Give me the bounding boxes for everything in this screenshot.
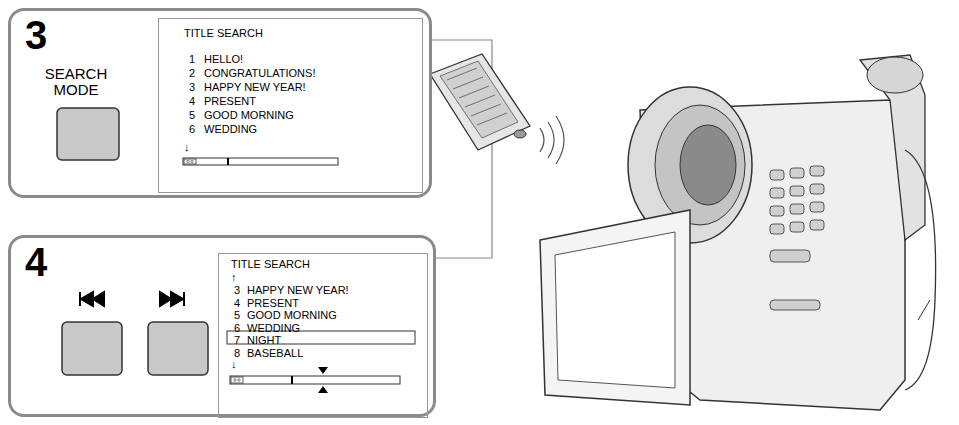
- screen-text: WEDDING: [204, 123, 257, 135]
- screen-text: 4: [234, 297, 240, 309]
- tape-progress-bar: [183, 158, 338, 165]
- screen-text: 1: [189, 53, 195, 65]
- remote-commander: [430, 54, 564, 164]
- screen-text: 5: [234, 309, 240, 321]
- screen-display: TITLE SEARCH 1 HELLO! 2 CONGRATULATIONS! 3 HAP…: [158, 18, 423, 193]
- screen-text: 5: [189, 109, 195, 121]
- button-label-group: SEARCH MODE: [36, 66, 146, 176]
- screen-text: GOOD MORNING: [204, 109, 294, 121]
- screen-text: ↓: [184, 141, 190, 153]
- screen-text: 7: [234, 334, 240, 346]
- screen-text: 3: [234, 284, 240, 296]
- step-panel: 3SEARCH MODETITLE SEARCH1HELLO!2CONGRATU…: [8, 8, 432, 198]
- step-number: 4: [25, 242, 47, 283]
- screen-text: 3: [189, 81, 195, 93]
- screen-text: 6: [234, 322, 240, 334]
- screen-heading: TITLE SEARCH: [231, 258, 310, 270]
- screen-display: TITLE SEARCH↑3 HAPPY NEW YEAR! 4 PRESENT 5 GO…: [218, 253, 428, 418]
- screen-text: GOOD MORNING: [247, 309, 337, 321]
- screen-text: WEDDING: [247, 322, 300, 334]
- screen-text: PRESENT: [247, 297, 299, 309]
- screen-heading: TITLE SEARCH: [184, 27, 263, 39]
- screen-text: BASEBALL: [247, 347, 303, 359]
- screen-text: PRESENT: [204, 95, 256, 107]
- screen-text: HAPPY NEW YEAR!: [247, 284, 349, 296]
- step-number: 3: [25, 15, 47, 56]
- camcorder: [540, 55, 936, 410]
- screen-text: NIGHT: [247, 334, 281, 346]
- screen-text: 2: [189, 67, 195, 79]
- search-mode-button: [57, 108, 119, 160]
- screen-text: ↓: [231, 358, 237, 370]
- screen-text: 4: [189, 95, 195, 107]
- tape-progress-bar: [230, 367, 400, 393]
- screen-text: 6: [189, 123, 195, 135]
- button-label: SEARCH MODE: [36, 66, 116, 98]
- screen-text: ↑: [231, 271, 237, 283]
- screen-text: CONGRATULATIONS!: [204, 67, 315, 79]
- step-panel: 4TITLE SEARCH↑3HAPPY NEW YEAR!4PRESENT5G…: [8, 235, 436, 417]
- screen-text: 8: [234, 347, 240, 359]
- screen-text: HAPPY NEW YEAR!: [204, 81, 306, 93]
- screen-text: HELLO!: [204, 53, 243, 65]
- skip-buttons: [62, 292, 208, 375]
